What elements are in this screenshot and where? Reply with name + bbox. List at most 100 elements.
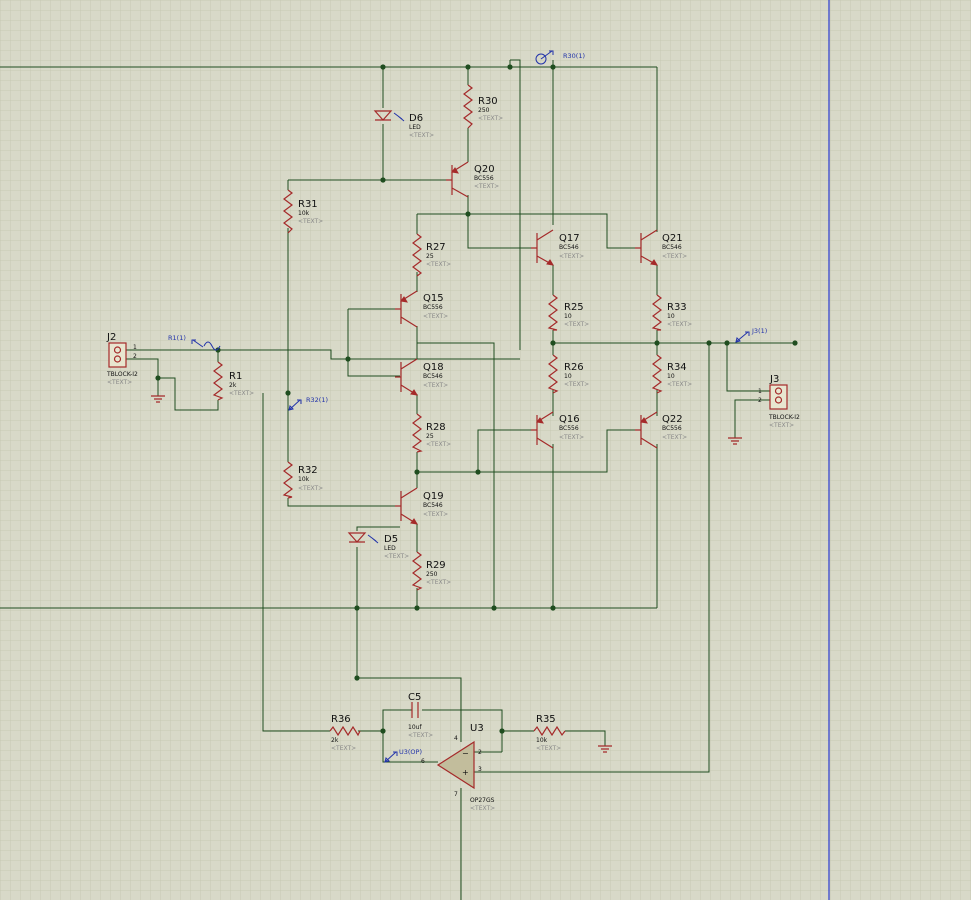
transistor-q18[interactable]: Q18 BC546 <TEXT> — [395, 358, 448, 396]
ground-symbol-j2 — [151, 395, 165, 403]
r36-ref: R36 — [331, 714, 351, 725]
resistor-r28[interactable]: R28 25 <TEXT> — [411, 413, 451, 453]
q18-ref: Q18 — [423, 362, 444, 373]
r29-text: <TEXT> — [426, 579, 451, 586]
r33-text: <TEXT> — [667, 321, 692, 328]
connector-j2[interactable]: 1 2 J2 TBLOCK-I2 <TEXT> — [106, 332, 138, 386]
r1-value: 2k — [229, 382, 237, 389]
probe-r32-label: R32(1) — [306, 396, 328, 404]
resistor-r34[interactable]: R34 10 <TEXT> — [651, 354, 692, 394]
connector-j3[interactable]: 1 2 J3 TBLOCK-I2 <TEXT> — [758, 374, 800, 429]
d5-value: LED — [384, 545, 396, 552]
r1-ref: R1 — [229, 371, 242, 382]
r25-text: <TEXT> — [564, 321, 589, 328]
q18-text: <TEXT> — [423, 382, 448, 389]
c5-text: <TEXT> — [408, 732, 433, 739]
resistor-r25[interactable]: R25 10 <TEXT> — [547, 294, 589, 331]
r31-value: 10k — [298, 210, 310, 217]
u3-text: <TEXT> — [470, 805, 495, 812]
r26-ref: R26 — [564, 362, 584, 373]
r28-ref: R28 — [426, 422, 446, 433]
d6-value: LED — [409, 124, 421, 131]
r36-value: 2k — [331, 737, 339, 744]
resistor-r32[interactable]: R32 10k <TEXT> — [282, 461, 323, 499]
r29-value: 250 — [426, 571, 438, 578]
probe-r30-label: R30(1) — [563, 52, 585, 60]
resistor-r35[interactable]: R35 10k <TEXT> — [533, 714, 566, 752]
probe-j3-label: J3(1) — [751, 327, 767, 335]
u3-minus-sign: − — [462, 749, 469, 758]
resistor-r30[interactable]: R30 250 <TEXT> — [463, 84, 503, 129]
transistor-q22[interactable]: Q22 BC556 <TEXT> — [635, 411, 687, 449]
r25-ref: R25 — [564, 302, 584, 313]
r34-text: <TEXT> — [667, 381, 692, 388]
resistor-r29[interactable]: R29 250 <TEXT> — [411, 551, 451, 591]
j3-pin-2: 2 — [758, 397, 762, 404]
q15-text: <TEXT> — [423, 313, 448, 320]
capacitor-c5[interactable]: C5 10uf <TEXT> — [408, 692, 433, 739]
q15-value: BC556 — [423, 304, 443, 311]
j3-text: <TEXT> — [769, 422, 794, 429]
q22-ref: Q22 — [662, 414, 683, 425]
transistor-q15[interactable]: Q15 BC556 <TEXT> — [395, 290, 448, 328]
r1-text: <TEXT> — [229, 390, 254, 397]
d5-ref: D5 — [384, 534, 398, 545]
probe-r1[interactable]: R1(1) — [168, 334, 221, 351]
resistor-r36[interactable]: R36 2k <TEXT> — [329, 714, 361, 752]
r33-ref: R33 — [667, 302, 687, 313]
r32-text: <TEXT> — [298, 485, 323, 492]
transistor-q17[interactable]: Q17 BC546 <TEXT> — [531, 229, 584, 266]
led-d6[interactable]: D6 LED <TEXT> — [373, 110, 434, 139]
r34-ref: R34 — [667, 362, 687, 373]
q22-value: BC556 — [662, 425, 682, 432]
r31-ref: R31 — [298, 199, 318, 210]
q20-value: BC556 — [474, 175, 494, 182]
resistor-r31[interactable]: R31 10k <TEXT> — [283, 189, 323, 234]
j3-ref: J3 — [769, 374, 779, 385]
transistor-q16[interactable]: Q16 BC556 <TEXT> — [531, 411, 584, 449]
probe-r32[interactable]: R32(1) — [288, 396, 328, 411]
u3-pin-2: 2 — [478, 749, 482, 756]
u3-value: OP27GS — [470, 797, 495, 804]
resistor-r27[interactable]: R27 25 <TEXT> — [412, 233, 451, 277]
q18-value: BC546 — [423, 373, 443, 380]
resistor-r1[interactable]: R1 2k <TEXT> — [212, 361, 254, 401]
r32-ref: R32 — [298, 465, 318, 476]
ground-symbol-r35 — [598, 745, 612, 753]
j2-value: TBLOCK-I2 — [106, 371, 138, 378]
transistor-q21[interactable]: Q21 BC546 <TEXT> — [635, 229, 687, 266]
d6-text: <TEXT> — [409, 132, 434, 139]
resistor-r26[interactable]: R26 10 <TEXT> — [547, 354, 589, 394]
transistor-q20[interactable]: Q20 BC556 <TEXT> — [446, 161, 499, 198]
r35-value: 10k — [536, 737, 548, 744]
q21-ref: Q21 — [662, 233, 683, 244]
transistor-q19[interactable]: Q19 BC546 <TEXT> — [395, 487, 448, 525]
u3-plus-sign: + — [462, 768, 469, 777]
u3-pin-4: 4 — [454, 735, 458, 742]
wires — [0, 59, 795, 900]
u3-pin-7: 7 — [454, 791, 458, 798]
d5-text: <TEXT> — [384, 553, 409, 560]
probe-r30[interactable]: R30(1) — [535, 50, 585, 65]
led-d5[interactable]: D5 LED <TEXT> — [347, 532, 409, 560]
resistor-r33[interactable]: R33 10 <TEXT> — [651, 294, 692, 331]
q16-text: <TEXT> — [559, 434, 584, 441]
r35-ref: R35 — [536, 714, 556, 725]
j2-text: <TEXT> — [107, 379, 132, 386]
probe-j3[interactable]: J3(1) — [735, 327, 767, 343]
probe-u3[interactable]: U3(OP) — [384, 748, 422, 763]
q17-text: <TEXT> — [559, 253, 584, 260]
q22-text: <TEXT> — [662, 434, 687, 441]
q16-ref: Q16 — [559, 414, 580, 425]
ground-symbol-j3 — [728, 437, 742, 445]
q20-text: <TEXT> — [474, 183, 499, 190]
r32-value: 10k — [298, 476, 310, 483]
r30-text: <TEXT> — [478, 115, 503, 122]
j2-pin-1: 1 — [133, 344, 137, 351]
r25-value: 10 — [564, 313, 572, 320]
r26-value: 10 — [564, 373, 572, 380]
r29-ref: R29 — [426, 560, 446, 571]
opamp-u3[interactable]: − + 4 2 3 6 7 U3 OP27GS <TEXT> — [421, 723, 495, 812]
